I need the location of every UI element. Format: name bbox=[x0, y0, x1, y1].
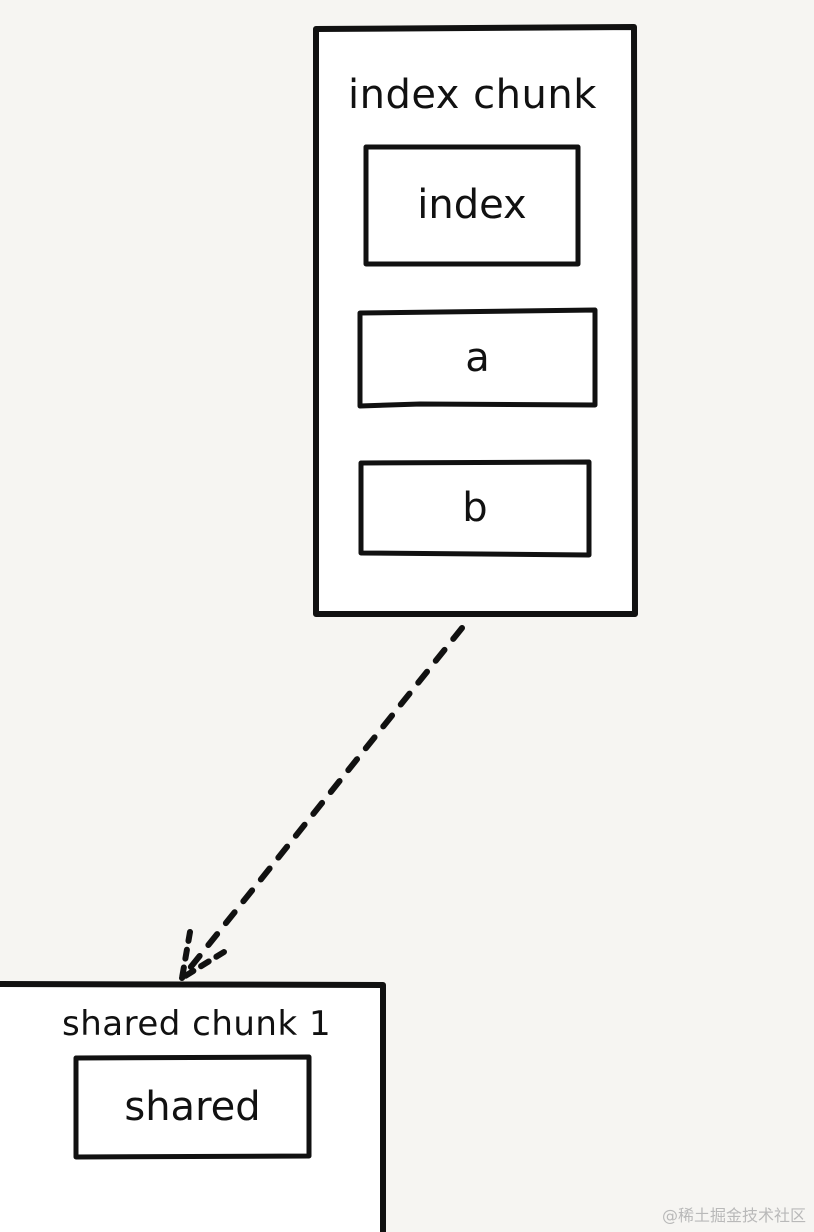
module-box-b bbox=[358, 459, 592, 558]
module-box-a bbox=[357, 307, 598, 409]
module-label-shared: shared bbox=[124, 1084, 261, 1130]
dependency-arrow-head bbox=[179, 929, 227, 981]
index-chunk-title: index chunk bbox=[348, 72, 597, 118]
module-box-index bbox=[363, 144, 581, 267]
module-label-b: b bbox=[462, 485, 488, 531]
module-box-shared bbox=[73, 1054, 312, 1160]
module-label-a: a bbox=[465, 335, 490, 381]
watermark: @稀土掘金技术社区 bbox=[661, 1206, 806, 1225]
shared-chunk-title: shared chunk 1 bbox=[62, 1004, 332, 1044]
module-label-index: index bbox=[417, 182, 527, 228]
dependency-arrow-line bbox=[179, 625, 465, 981]
